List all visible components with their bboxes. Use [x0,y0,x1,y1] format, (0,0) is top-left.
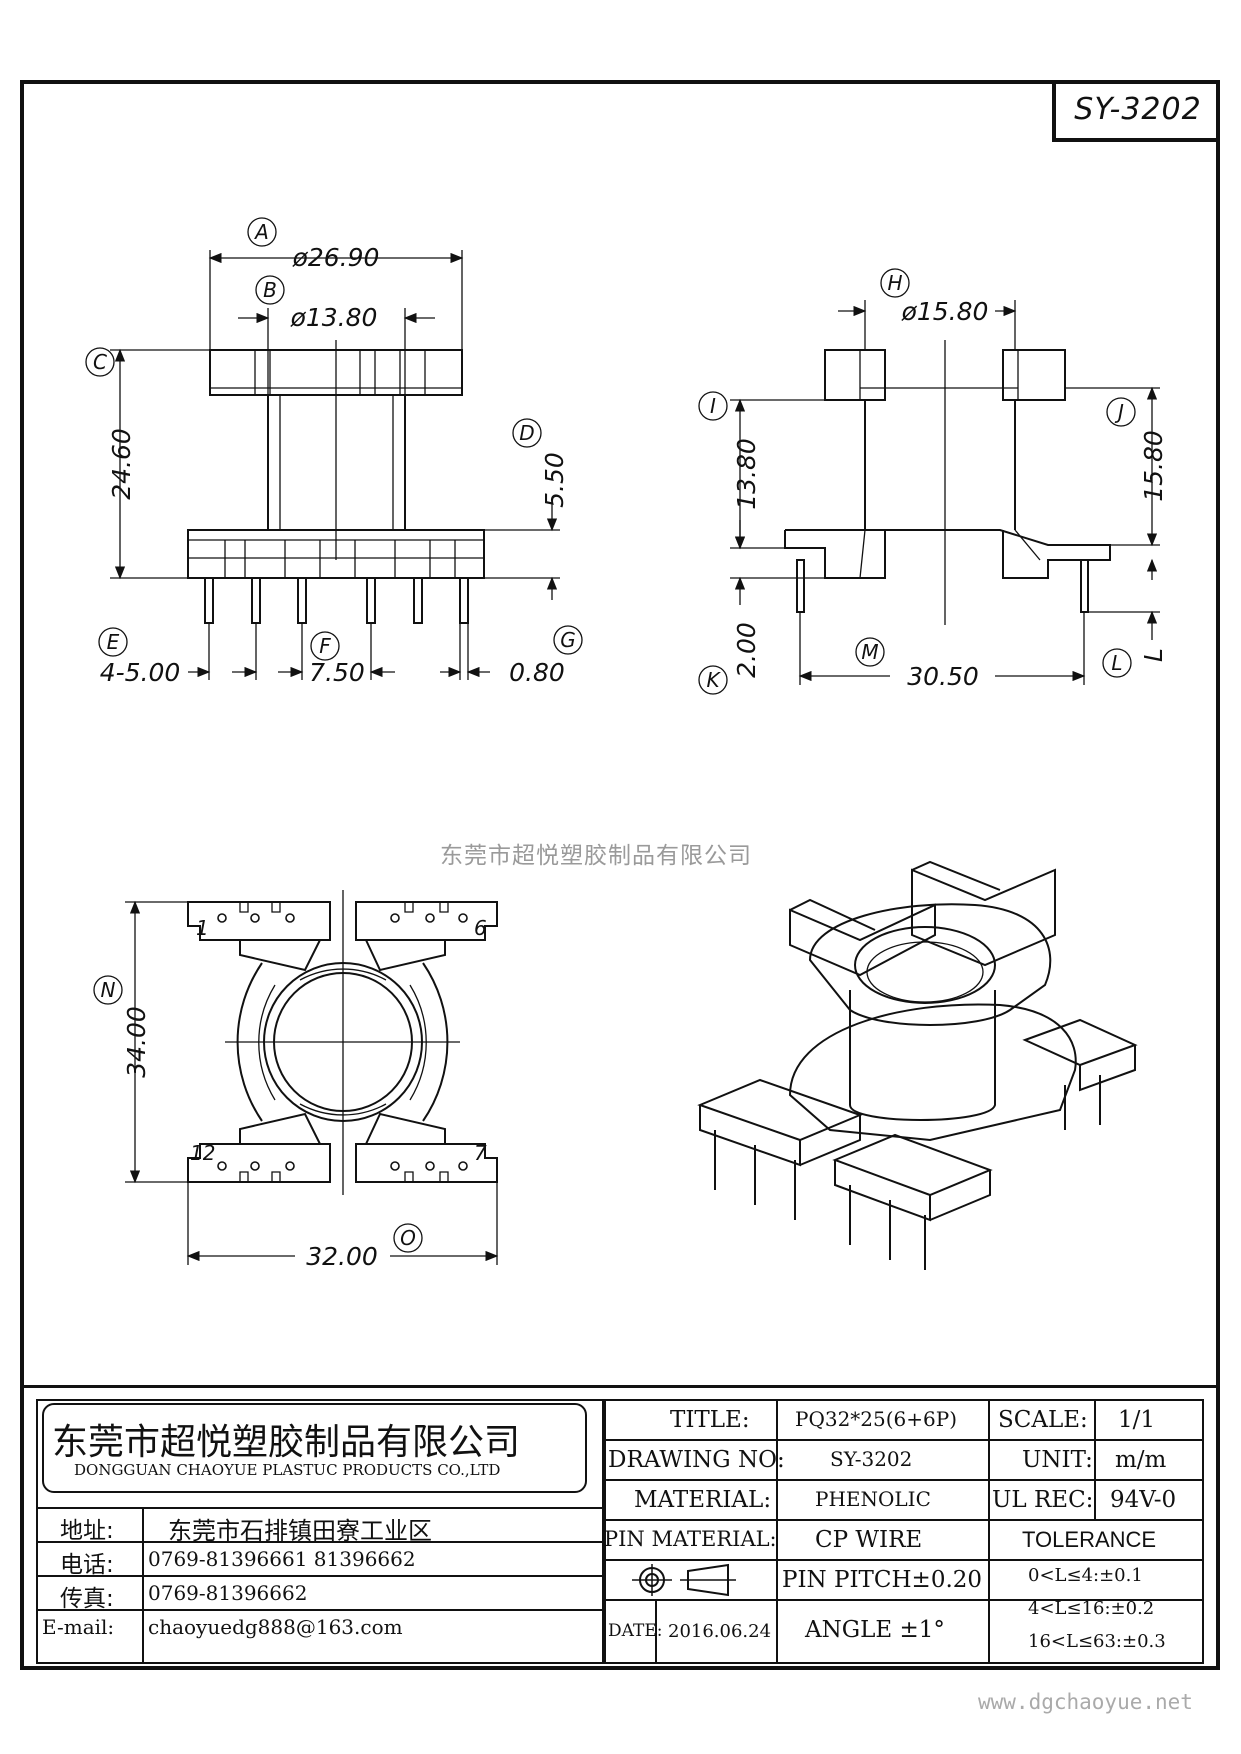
dim-value-j: 15.80 [1139,430,1168,502]
dim-value-o: 32.00 [306,1242,378,1271]
dim-value-l: L [1139,648,1168,662]
spec-panel [604,1399,1204,1664]
angle-value: ANGLE ±1° [805,1617,945,1643]
pin-label-7: 7 [474,1141,487,1165]
material-value: PHENOLIC [815,1487,931,1511]
website-url: www.dgchaoyue.net [978,1690,1193,1714]
bottom-view [125,890,499,1265]
dim-value-d: 5.50 [540,452,569,508]
dim-label-c: C [93,350,107,374]
pin-label-1: 1 [196,916,209,940]
address-label: 地址: [60,1518,114,1544]
isometric-view [697,860,1138,1270]
ul-rec-value: 94V-0 [1110,1487,1177,1513]
dim-label-l: L [1111,651,1122,675]
email-value: chaoyuedg888@163.com [148,1615,403,1639]
pin-material-label: PIN MATERIAL: [604,1527,777,1551]
fax-value: 0769-81396662 [148,1581,308,1605]
part-number-box: SY-3202 [1052,80,1220,142]
pin-label-6: 6 [474,916,487,940]
dim-label-d: D [519,421,534,445]
tolerance-row-3: 16<L≤63:±0.3 [1028,1631,1166,1652]
dim-value-i: 13.80 [732,438,761,510]
tolerance-label: TOLERANCE [1022,1527,1157,1552]
dim-value-a: ø26.90 [292,243,380,272]
dim-value-b: ø13.80 [290,303,378,332]
date-label: DATE: [608,1621,663,1641]
company-name-cn: 东莞市超悦塑胶制品有限公司 [52,1422,521,1463]
company-name-box [42,1403,587,1493]
dim-label-n: N [101,978,116,1002]
company-panel [36,1399,604,1664]
drawing-no-label: DRAWING NO: [608,1447,785,1473]
title-label: TITLE: [670,1407,750,1433]
dim-label-a: A [253,220,269,244]
ul-rec-label: UL REC: [992,1487,1094,1513]
fax-label: 传真: [60,1586,114,1612]
unit-value: m/m [1115,1447,1167,1473]
dim-value-m: 30.50 [907,662,979,691]
dim-value-n: 34.00 [122,1006,151,1078]
front-view [110,250,560,680]
date-value: 2016.06.24 [668,1621,772,1642]
scale-value: 1/1 [1118,1407,1156,1433]
dim-label-i: I [710,394,716,418]
title-value: PQ32*25(6+6P) [795,1407,958,1431]
pin-label-12: 12 [190,1141,215,1165]
pin-material-value: CP WIRE [815,1527,923,1553]
dim-value-k: 2.00 [732,622,761,678]
address-value: 东莞市石排镇田寮工业区 [168,1517,432,1545]
dim-value-g: 0.80 [509,658,565,687]
dim-label-k: K [706,668,721,692]
dim-label-g: G [560,628,576,652]
dim-value-h: ø15.80 [901,297,989,326]
email-label: E-mail: [42,1615,115,1639]
scale-label: SCALE: [998,1407,1088,1433]
title-block: 东莞市超悦塑胶制品有限公司 DONGGUAN CHAOYUE PLASTUC P… [20,1385,1220,1670]
dim-value-c: 24.60 [107,428,136,500]
drawing-no-value: SY-3202 [830,1447,913,1471]
phone-value: 0769-81396661 81396662 [148,1547,416,1571]
dim-label-b: B [263,278,277,302]
phone-label: 电话: [60,1552,114,1578]
unit-label: UNIT: [1022,1447,1093,1473]
dim-label-m: M [861,640,878,664]
tolerance-row-2: 4<L≤16:±0.2 [1028,1598,1155,1619]
dim-value-f: 7.50 [309,658,365,687]
dim-label-o: O [400,1226,416,1250]
dim-label-h: H [887,271,902,295]
dim-value-e: 4-5.00 [100,658,181,687]
dim-label-e: E [107,630,120,654]
material-label: MATERIAL: [634,1487,772,1513]
tolerance-row-1: 0<L≤4:±0.1 [1028,1565,1143,1586]
projection-symbol-icon [632,1563,736,1597]
drawing-frame [20,80,1220,1670]
company-name-en: DONGGUAN CHAOYUE PLASTUC PRODUCTS CO.,LT… [74,1461,501,1479]
dim-label-j: J [1114,400,1124,424]
watermark: 东莞市超悦塑胶制品有限公司 [440,843,752,869]
side-view [730,300,1160,685]
dim-label-f: F [319,634,331,658]
pin-pitch: PIN PITCH±0.20 [782,1567,983,1593]
